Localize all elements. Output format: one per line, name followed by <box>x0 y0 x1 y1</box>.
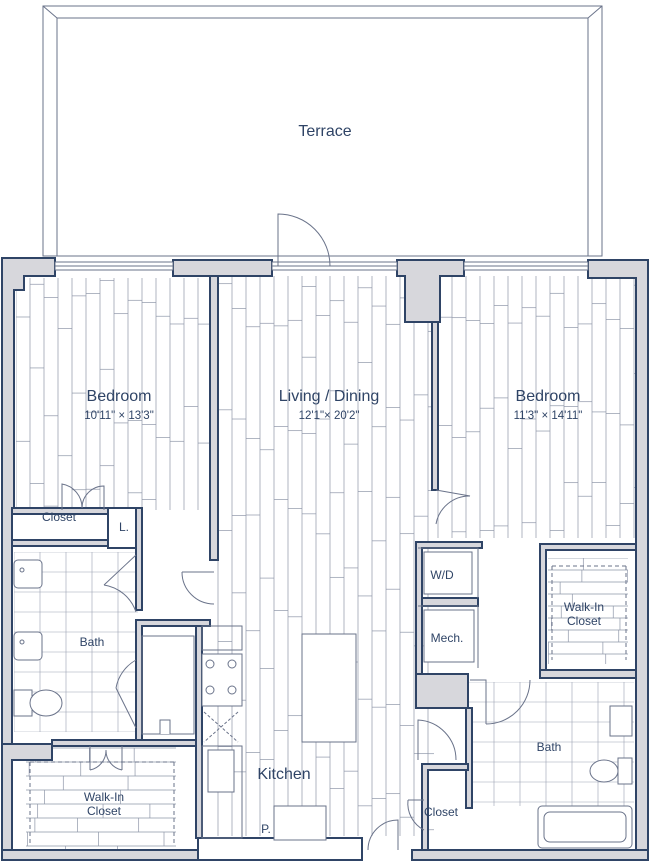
windows <box>54 261 589 271</box>
bath-right-label: Bath <box>536 740 562 754</box>
terrace <box>42 5 603 257</box>
closet-shelving <box>29 565 627 844</box>
walkin-left-label: Walk-In Closet <box>83 790 125 818</box>
wd-label: W/D <box>430 568 454 582</box>
pantry-label: P. <box>261 822 271 836</box>
fixtures <box>13 551 633 849</box>
walkin-right-label: Walk-In Closet <box>563 600 605 628</box>
terrace-label: Terrace <box>298 123 352 140</box>
mech-label: Mech. <box>430 631 464 645</box>
bedroom-left-dimensions: 10'11" × 13'3" <box>84 410 154 422</box>
bedroom-right-dimensions: 11'3" × 14'11" <box>513 410 583 422</box>
bedroom-left-label: Bedroom <box>86 388 152 405</box>
living-dining-label: Living / Dining <box>278 388 380 405</box>
kitchen-label: Kitchen <box>257 766 311 783</box>
closet-left-label: Closet <box>41 510 77 524</box>
living-dining-dimensions: 12'1"× 20'2" <box>298 410 360 422</box>
doors <box>61 213 531 851</box>
bedroom-right-label: Bedroom <box>515 388 581 405</box>
bath-left-label: Bath <box>79 635 105 649</box>
closet-right-label: Closet <box>423 805 459 819</box>
walls <box>1 257 649 861</box>
floor-boards <box>16 276 636 850</box>
linen-label: L. <box>118 520 130 534</box>
